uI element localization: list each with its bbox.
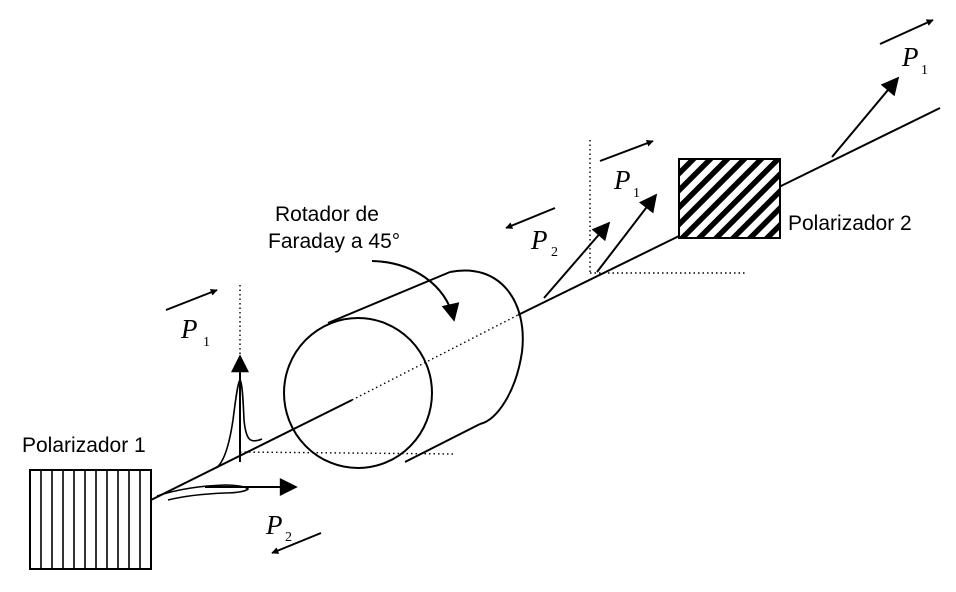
vertical-pulse bbox=[215, 354, 263, 469]
optical-axis bbox=[150, 107, 941, 501]
rotator-label-line1: Rotador de bbox=[275, 203, 379, 226]
svg-text:P: P bbox=[530, 225, 548, 255]
rotation-arrow-icon bbox=[371, 260, 460, 322]
polarizer-1 bbox=[29, 469, 152, 570]
reference-axes-1 bbox=[239, 285, 454, 455]
p1-direction-arrow-left bbox=[165, 289, 218, 311]
svg-text:1: 1 bbox=[921, 63, 928, 78]
faraday-rotator bbox=[283, 269, 524, 469]
polarizer-2-label: Polarizador 2 bbox=[788, 212, 912, 235]
svg-text:P: P bbox=[613, 165, 631, 195]
p1-label-left: P 1 bbox=[180, 314, 210, 350]
svg-text:P: P bbox=[180, 314, 198, 344]
output-split-1 bbox=[543, 140, 746, 299]
horizontal-pulse bbox=[156, 478, 298, 501]
svg-text:2: 2 bbox=[285, 530, 292, 545]
svg-text:P: P bbox=[901, 42, 919, 72]
svg-text:P: P bbox=[265, 510, 283, 540]
p1-direction-arrow-mid bbox=[599, 139, 654, 162]
polarizer-1-label: Polarizador 1 bbox=[22, 434, 146, 457]
polarizer-2 bbox=[678, 158, 781, 239]
p2-direction-arrow-left bbox=[271, 532, 322, 554]
p2-direction-arrow-mid bbox=[505, 207, 556, 229]
rotator-label-line2: Faraday a 45° bbox=[268, 230, 400, 253]
p2-label-mid: P 2 bbox=[530, 225, 558, 260]
p2-label-left: P 2 bbox=[265, 510, 292, 545]
svg-text:2: 2 bbox=[551, 245, 558, 260]
svg-text:1: 1 bbox=[633, 186, 640, 201]
svg-text:1: 1 bbox=[203, 335, 210, 350]
output-split-2 bbox=[831, 76, 900, 158]
p1-label-right: P 1 bbox=[901, 42, 928, 78]
p1-label-mid: P 1 bbox=[613, 165, 640, 201]
p1-direction-arrow-right bbox=[879, 19, 934, 45]
